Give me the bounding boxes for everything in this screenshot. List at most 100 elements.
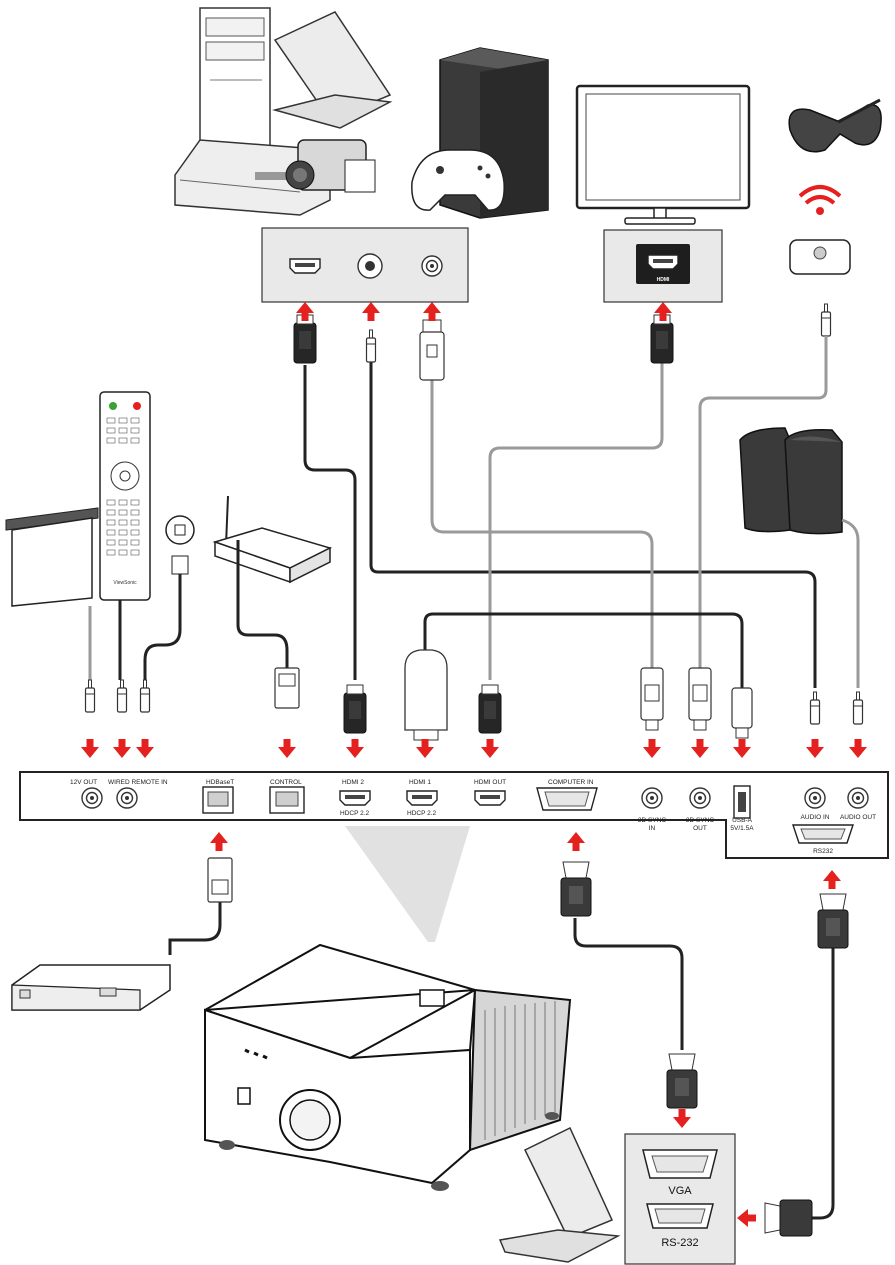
router-icon [212, 495, 333, 584]
arrow-up-computer-in [567, 832, 585, 851]
cable-hdbaset [168, 900, 222, 955]
laptop-icon-bottom [498, 1126, 621, 1263]
game-controller-icon [411, 149, 505, 211]
arrow-down-laptop-vga [673, 1109, 691, 1128]
cable-source-bnc-3dsync-in [430, 372, 654, 668]
source-hdmi-port [289, 258, 321, 274]
3d-emitter-icon [789, 239, 851, 275]
label-control: CONTROL [270, 779, 302, 786]
label-hdbaset: HDBaseT [206, 779, 234, 786]
cable-usb-hdmi1 [423, 612, 744, 688]
label-3dsync-out-1: 3D SYNC [686, 817, 714, 824]
label-audio-out: AUDIO OUT [840, 814, 876, 821]
cable-emitter-3dsync-out [698, 336, 828, 668]
cable-monitor-hdmi-out [488, 360, 664, 680]
usb-dongle-hdmi1 [404, 649, 448, 741]
label-3dsync-in-1: 3D SYNC [638, 817, 666, 824]
port-control [269, 786, 305, 814]
vga-plug-laptop [666, 1053, 698, 1109]
arrow-up-source-bnc [423, 302, 441, 321]
label-computer-in: COMPUTER IN [548, 779, 594, 786]
laptop-icon-top [272, 11, 393, 129]
arrow-down-audio-out [849, 739, 867, 758]
port-hdmi2 [339, 790, 371, 806]
port-hdbaset [202, 786, 234, 814]
cable-router-control [236, 540, 289, 668]
cable-source-audio-audio-in [369, 360, 817, 688]
monitor-hdmi-label: HDMI [657, 277, 670, 283]
port-12v-out [81, 787, 103, 809]
laptop-rs232-port [646, 1203, 714, 1229]
monitor-hdmi-port [647, 254, 679, 270]
label-3dsync-in-2: IN [649, 825, 656, 832]
label-wired-remote-in: WIRED REMOTE IN [108, 779, 168, 786]
port-rs232 [792, 824, 854, 844]
port-hdmi-out [474, 790, 506, 806]
remote-control-icon [99, 391, 151, 601]
label-usb-power: 5V/1.5A [730, 825, 754, 832]
monitor-icon [575, 84, 751, 225]
cable-speakers-audio-out [841, 518, 860, 688]
arrow-up-source-audio [362, 302, 380, 321]
hdmi-plug-source [293, 314, 317, 364]
camcorder-icon [285, 139, 376, 193]
port-3dsync-out [689, 787, 711, 809]
rj45-plug-control [274, 667, 300, 709]
projector-beam [345, 826, 470, 942]
cable-rs232 [805, 930, 835, 1220]
bnc-plug-3dsync-in [640, 667, 664, 731]
desktop-computer-icon [199, 7, 271, 149]
bnc-plug-3dsync-out [688, 667, 712, 731]
rj45-plug-hdbaset [207, 857, 233, 903]
jack-plug-ir [139, 679, 151, 713]
port-wired-remote-in [116, 787, 138, 809]
vga-plug-projector [560, 861, 592, 917]
jack-plug-audio-out [852, 691, 864, 725]
label-usb-a: USB-A [732, 817, 753, 824]
port-3dsync-in [641, 787, 663, 809]
label-12v-out: 12V OUT [70, 779, 97, 786]
laptop-vga-port [642, 1149, 718, 1179]
rs232-plug-laptop [764, 1199, 813, 1237]
label-audio-in: AUDIO IN [801, 814, 830, 821]
port-computer-in [536, 787, 598, 811]
source-audio-port [357, 253, 383, 279]
arrow-up-rs232 [823, 870, 841, 889]
remote-brand-label: ViewSonic [113, 580, 137, 586]
label-hdmi2-sub: HDCP 2.2 [340, 810, 370, 817]
port-audio-in [804, 787, 826, 809]
label-3dsync-out-2: OUT [693, 825, 707, 832]
laptop-rs232-label: RS-232 [661, 1237, 698, 1249]
arrow-down-ir [136, 739, 154, 758]
wifi-icon [798, 185, 842, 215]
arrow-down-3dsync-out [691, 739, 709, 758]
arrow-up-hdbaset [210, 832, 228, 851]
projector-rear-panel [19, 771, 889, 859]
jack-plug-audio-in [809, 691, 821, 725]
hdmi-plug-monitor [650, 314, 674, 364]
arrow-left-laptop-rs232 [737, 1209, 756, 1227]
speakers-icon [739, 427, 843, 535]
label-rs232: RS232 [813, 848, 833, 855]
laptop-vga-label: VGA [668, 1185, 692, 1197]
label-hdmi1-sub: HDCP 2.2 [407, 810, 437, 817]
hdmi-plug-hdmi-out [478, 684, 502, 734]
label-hdmi1: HDMI 1 [409, 779, 431, 786]
usb-plug [731, 687, 753, 739]
arrow-down-audio-in [806, 739, 824, 758]
arrow-down-usb [733, 739, 751, 758]
label-hdmi-out: HDMI OUT [474, 779, 506, 786]
arrow-down-hdmi2 [346, 739, 364, 758]
arrow-down-control [278, 739, 296, 758]
hdmi-plug-hdmi2 [343, 684, 367, 734]
jack-plug-source [365, 329, 377, 363]
3d-glasses-icon [788, 98, 882, 153]
cable-vga [573, 918, 684, 1050]
rs232-plug-projector [817, 893, 849, 949]
port-audio-out [847, 787, 869, 809]
port-usb-a [733, 785, 751, 819]
jack-plug-12v [84, 679, 96, 713]
arrow-down-hdmi1 [416, 739, 434, 758]
cable-ir-receiver [143, 574, 182, 680]
